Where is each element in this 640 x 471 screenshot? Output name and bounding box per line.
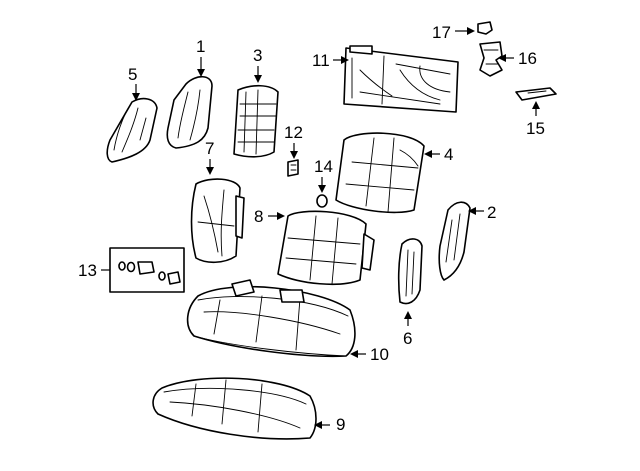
- part-3-backrest-pad: [233, 84, 279, 158]
- part-16-latch: [479, 41, 503, 77]
- callout-7: 7: [205, 139, 214, 158]
- callout-12: 12: [284, 123, 303, 142]
- callout-8: 8: [254, 207, 263, 226]
- part-2-side-bolster: [438, 201, 471, 281]
- callout-6: 6: [403, 329, 412, 348]
- part-6-side-trim: [397, 238, 423, 305]
- part-5-side-bolster: [106, 97, 158, 163]
- part-1-pad: [166, 75, 213, 149]
- callout-17: 17: [432, 23, 451, 42]
- part-15-strap: [515, 87, 557, 101]
- callout-3: 3: [253, 46, 262, 65]
- part-8-back-cover: [277, 210, 375, 286]
- part-11-rear-panel: [343, 45, 459, 113]
- callout-15: 15: [526, 119, 545, 138]
- callout-9: 9: [336, 415, 345, 434]
- part-7-backrest-cover: [190, 178, 245, 264]
- callout-13: 13: [78, 261, 97, 280]
- callout-16: 16: [518, 49, 537, 68]
- part-4-seat-back: [335, 132, 425, 214]
- part-10-seat-cushion: [186, 279, 356, 358]
- part-13-fastener-kit: [109, 247, 185, 293]
- callout-4: 4: [444, 145, 453, 164]
- callout-5: 5: [128, 65, 137, 84]
- part-9-seat-cover: [152, 377, 317, 440]
- callout-2: 2: [487, 203, 496, 222]
- part-12-clip: [287, 159, 299, 177]
- part-17-bracket: [477, 21, 493, 35]
- callout-11: 11: [312, 51, 330, 70]
- callout-1: 1: [196, 37, 205, 56]
- callout-14: 14: [314, 157, 333, 176]
- part-14-plug: [316, 194, 328, 208]
- callout-10: 10: [370, 345, 389, 364]
